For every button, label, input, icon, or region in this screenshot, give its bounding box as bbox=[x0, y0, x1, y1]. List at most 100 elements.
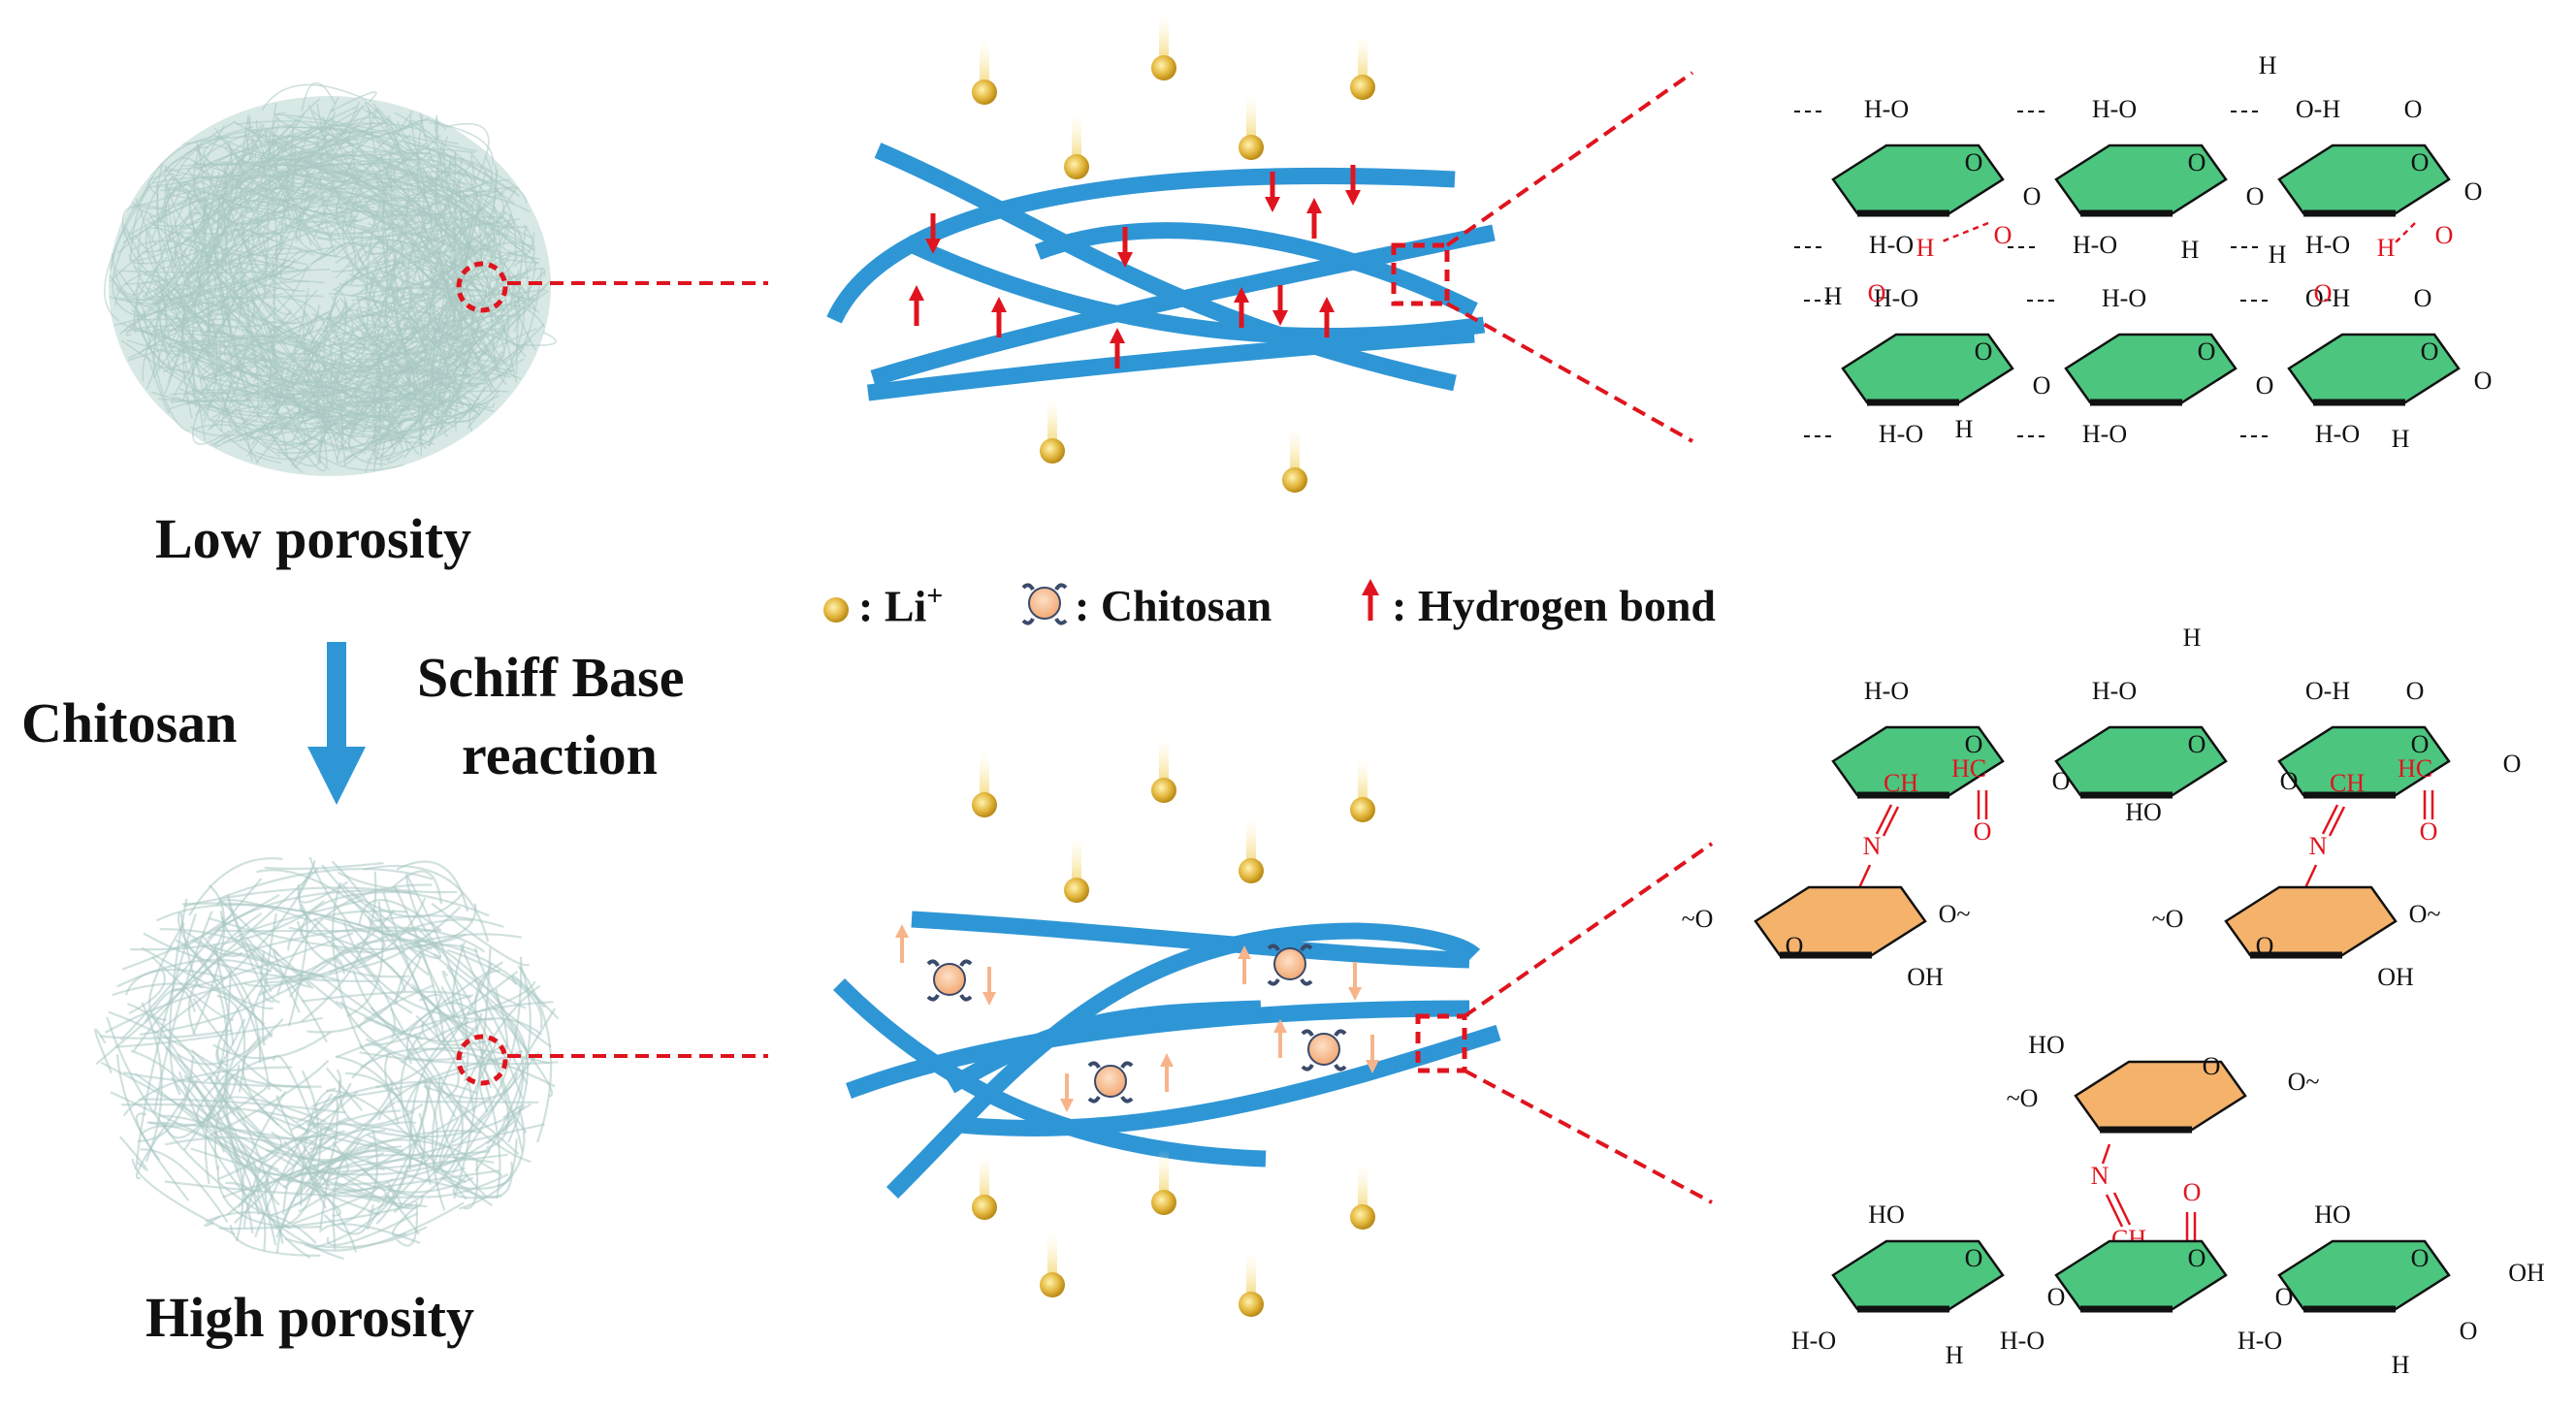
zoom-line-top-lower bbox=[1447, 304, 1692, 441]
chitosan-ring bbox=[1755, 887, 1925, 955]
ring-oxygen: O bbox=[2188, 730, 2206, 758]
hydroxyl: H-O bbox=[1879, 420, 1923, 448]
arrow-head bbox=[895, 924, 909, 938]
arrow-head bbox=[1345, 190, 1361, 206]
li-ion-sphere bbox=[972, 792, 997, 817]
li-ion bbox=[1064, 113, 1089, 179]
li-ion-sphere bbox=[1064, 154, 1089, 179]
li-ion-sphere bbox=[1151, 1190, 1176, 1215]
legend-li-icon bbox=[823, 597, 849, 623]
hydrogen: H bbox=[2181, 236, 2200, 264]
hydroxyl: H-O bbox=[1791, 1327, 1836, 1355]
chitosan-core bbox=[1274, 948, 1305, 979]
chitosan-molecule bbox=[928, 961, 971, 999]
ring-oxygen: O bbox=[2421, 337, 2439, 366]
li-ion bbox=[1239, 1251, 1264, 1317]
process-arrow bbox=[307, 642, 366, 805]
li-ion-sphere bbox=[1151, 778, 1176, 803]
terminal-oxygen: O bbox=[2474, 367, 2493, 395]
red-hbond bbox=[1940, 223, 1988, 242]
hydroxyl-oxygen: O bbox=[2406, 677, 2425, 705]
arrow-head bbox=[982, 992, 996, 1006]
interaction-arrow bbox=[1348, 962, 1362, 1001]
hydrogen: H bbox=[1955, 415, 1974, 443]
linkage-oxygen: ~O bbox=[2007, 1084, 2039, 1112]
label-reaction: reaction bbox=[462, 722, 658, 787]
interaction-arrow bbox=[895, 924, 909, 963]
chitosan-core bbox=[934, 964, 965, 995]
glycosidic-oxygen: O bbox=[2246, 182, 2265, 210]
legend-chitosan-icon bbox=[1023, 585, 1066, 623]
glycosidic-oxygen: O bbox=[2256, 371, 2274, 400]
red-hbond bbox=[2396, 223, 2415, 242]
ring-oxygen: O bbox=[1786, 932, 1804, 960]
linkage-oxygen: ~O bbox=[1682, 905, 1714, 933]
aldehyde-carbon: HC bbox=[1951, 754, 1986, 783]
terminal-oxygen: O bbox=[2503, 750, 2522, 778]
li-ion bbox=[972, 39, 997, 105]
li-ion bbox=[1282, 427, 1307, 493]
imine-bond bbox=[2323, 805, 2337, 834]
hydroxyl-oxygen: O bbox=[2414, 284, 2432, 312]
glycosidic-oxygen: O bbox=[2033, 371, 2051, 400]
li-ion-sphere bbox=[1040, 438, 1065, 464]
li-ion bbox=[972, 752, 997, 817]
hydroxyl: HO bbox=[1868, 1200, 1905, 1229]
hbond-arrow bbox=[1272, 285, 1288, 326]
ring-oxygen: O bbox=[2411, 1244, 2430, 1272]
li-ion-sphere bbox=[1064, 878, 1089, 903]
imine-carbon: CH bbox=[1884, 769, 1918, 797]
hydroxyl: H-O bbox=[2082, 420, 2127, 448]
bridging-hydrogen: H bbox=[2377, 234, 2396, 262]
imine-nitrogen: N bbox=[2309, 832, 2328, 860]
legend-chitosan-text: : Chitosan bbox=[1075, 580, 1272, 631]
hydroxyl: HO bbox=[2125, 798, 2162, 826]
li-ion bbox=[1151, 15, 1176, 80]
arrow-head bbox=[1110, 328, 1125, 343]
hydrogen: H bbox=[2392, 1351, 2410, 1379]
ring-oxygen: O bbox=[2188, 1244, 2206, 1272]
arrow-head bbox=[1348, 987, 1362, 1001]
bonded-oxygen: O bbox=[2314, 279, 2333, 307]
li-ion-sphere bbox=[1239, 1292, 1264, 1317]
hydroxyl: H-O bbox=[2073, 231, 2117, 259]
glycosidic-oxygen: O bbox=[2047, 1283, 2066, 1311]
legend-li-text: : Li+ bbox=[858, 580, 943, 631]
chitosan-ring bbox=[2226, 887, 2396, 955]
hydroxyl: H-O bbox=[2092, 95, 2137, 123]
li-ion bbox=[1350, 1164, 1375, 1230]
imine-bond bbox=[2114, 1193, 2130, 1225]
li-ion-sphere bbox=[972, 80, 997, 105]
interaction-arrow bbox=[1160, 1053, 1174, 1092]
chitosan-molecule bbox=[1303, 1031, 1345, 1069]
carbonyl-oxygen: O bbox=[2420, 817, 2438, 846]
ring-oxygen: O bbox=[2198, 337, 2216, 366]
li-ion-sphere bbox=[1239, 858, 1264, 883]
li-ion bbox=[972, 1154, 997, 1220]
hydroxyl: O-H bbox=[2305, 677, 2350, 705]
zoom-line-bottom-lower bbox=[1465, 1071, 1712, 1202]
label-low-porosity: Low porosity bbox=[155, 506, 471, 571]
hbond-arrow bbox=[991, 297, 1007, 337]
ring-oxygen: O bbox=[2256, 932, 2274, 960]
li-ion-sphere bbox=[1151, 55, 1176, 80]
hbond-arrow bbox=[1306, 198, 1322, 239]
li-ion-sphere bbox=[1282, 467, 1307, 493]
hydroxyl: OH bbox=[2508, 1259, 2545, 1287]
li-ion-sphere bbox=[1350, 1204, 1375, 1230]
hydroxyl: HO bbox=[2314, 1200, 2351, 1229]
high-porosity-fiber-mat bbox=[95, 857, 558, 1259]
li-ion bbox=[1040, 398, 1065, 464]
linkage-oxygen: O~ bbox=[2288, 1068, 2320, 1096]
hydrogen: H bbox=[1946, 1341, 1964, 1369]
hydroxyl: OH bbox=[2377, 963, 2414, 991]
imine-nitrogen: N bbox=[1863, 832, 1882, 860]
ring-oxygen: O bbox=[1965, 148, 1983, 176]
carbonyl-oxygen: O bbox=[2183, 1178, 2202, 1206]
linkage-oxygen: O~ bbox=[1939, 900, 1971, 928]
chitosan-core bbox=[1308, 1034, 1339, 1065]
hydroxyl-oxygen: O bbox=[2460, 1317, 2478, 1345]
aldehyde-carbon: HC bbox=[2398, 754, 2432, 783]
